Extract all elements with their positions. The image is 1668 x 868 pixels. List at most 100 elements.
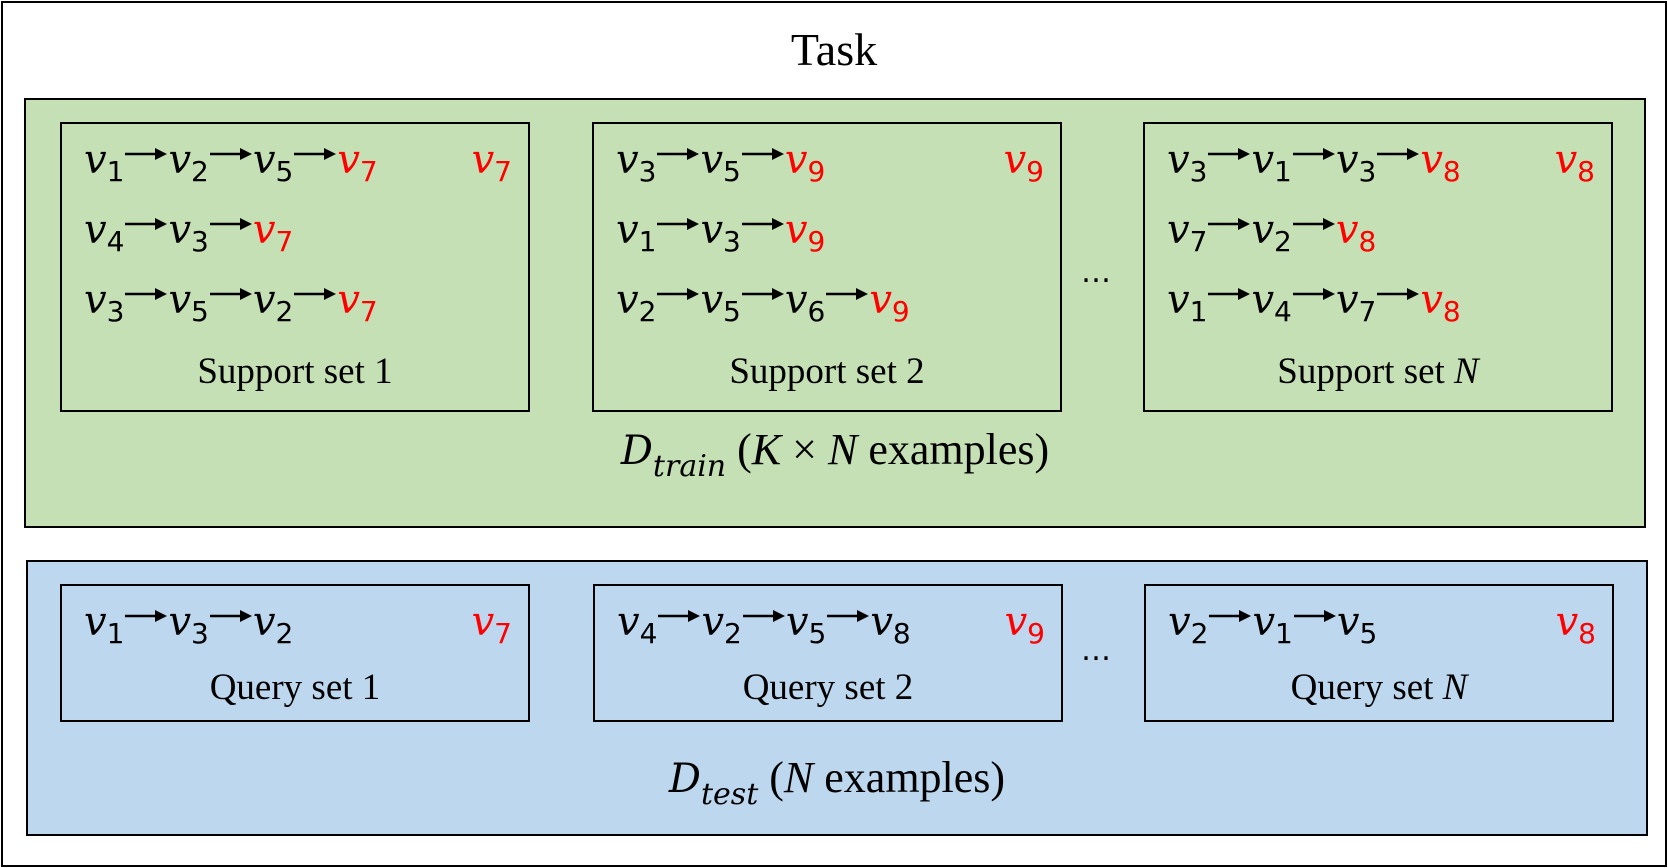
- node-var-subscript: 1: [1274, 155, 1292, 188]
- node-var-base: v: [168, 277, 192, 323]
- target-var-base: v: [471, 599, 495, 645]
- node-var: v5: [1337, 598, 1377, 648]
- set-label-text: Support set: [197, 351, 375, 392]
- node-var-subscript: 5: [723, 155, 741, 188]
- node-var-base: v: [701, 599, 725, 645]
- next-node-var-subscript: 9: [891, 295, 910, 328]
- target-label: v8: [1556, 594, 1596, 650]
- node-var: v4: [84, 206, 124, 256]
- target-var: v9: [1003, 136, 1044, 186]
- node-var-base: v: [1335, 277, 1359, 323]
- target-var-subscript: 9: [1026, 155, 1044, 188]
- node-var-subscript: 3: [1189, 155, 1208, 188]
- node-var: v2: [168, 136, 208, 186]
- node-var-base: v: [1167, 207, 1190, 253]
- set-label: Query set 2: [595, 666, 1061, 710]
- node-var: v3: [168, 598, 208, 648]
- node-var: v5: [253, 136, 293, 186]
- next-node-var: v7: [337, 136, 377, 186]
- next-node-var-subscript: 8: [1358, 225, 1377, 258]
- next-node-var: v8: [1420, 276, 1460, 326]
- next-node-var-base: v: [869, 277, 892, 323]
- next-node-var: v8: [1336, 206, 1376, 256]
- node-var-subscript: 4: [106, 225, 125, 258]
- arrow-icon: [125, 144, 168, 164]
- set-label: Query set 1: [62, 666, 528, 710]
- node-var-subscript: 5: [808, 617, 827, 650]
- node-var-base: v: [616, 207, 639, 253]
- target-var-base: v: [1003, 137, 1027, 183]
- target-var-subscript: 7: [494, 617, 512, 650]
- node-var-subscript: 5: [275, 155, 294, 188]
- next-node-var: v7: [337, 276, 377, 326]
- arrow-icon: [657, 144, 700, 164]
- train-caption-times: ×: [781, 425, 828, 474]
- node-var-subscript: 3: [191, 617, 209, 650]
- node-var: v1: [84, 136, 124, 186]
- support-ellipsis: …: [1081, 255, 1113, 290]
- node-var-base: v: [84, 277, 107, 323]
- arrow-icon: [209, 606, 252, 626]
- next-node-var-base: v: [784, 137, 808, 183]
- set-label: Support set 1: [62, 350, 528, 394]
- node-var-base: v: [870, 599, 893, 645]
- node-var-subscript: 2: [1274, 225, 1292, 258]
- node-var-subscript: 4: [1274, 295, 1292, 328]
- set-label-index: N: [1454, 351, 1479, 392]
- target-label: v9: [1004, 132, 1044, 188]
- arrow-icon: [1292, 284, 1335, 304]
- set-label: Query set N: [1146, 666, 1612, 710]
- node-var-base: v: [1252, 599, 1276, 645]
- node-var: v1: [1251, 136, 1291, 186]
- target-var-base: v: [471, 137, 495, 183]
- target-var: v8: [1555, 598, 1596, 648]
- arrow-icon: [657, 214, 700, 234]
- test-panel: Dtest (N examples): [26, 560, 1648, 836]
- node-var: v3: [700, 206, 740, 256]
- next-node-var-base: v: [337, 137, 360, 183]
- node-var-base: v: [252, 599, 276, 645]
- test-caption-subscript: test: [700, 777, 759, 812]
- arrow-icon: [1209, 606, 1252, 626]
- set-label: Support set N: [1145, 350, 1611, 394]
- node-var-subscript: 1: [106, 155, 125, 188]
- test-caption-close: examples): [813, 753, 1006, 802]
- node-var: v2: [253, 276, 293, 326]
- node-var: v1: [1252, 598, 1292, 648]
- node-var: v1: [1167, 276, 1207, 326]
- next-node-var: v9: [785, 206, 825, 256]
- node-var-subscript: 2: [191, 155, 209, 188]
- node-var: v3: [616, 136, 656, 186]
- arrow-icon: [1208, 144, 1251, 164]
- arrow-icon: [209, 144, 252, 164]
- node-var-base: v: [84, 137, 107, 183]
- target-var-base: v: [1555, 599, 1579, 645]
- target-var-subscript: 8: [1577, 155, 1595, 188]
- node-var-base: v: [785, 599, 809, 645]
- arrow-icon: [1292, 144, 1335, 164]
- next-node-var-subscript: 9: [807, 155, 826, 188]
- arrow-icon: [741, 144, 784, 164]
- node-var-base: v: [1251, 277, 1275, 323]
- train-caption-n: N: [827, 425, 858, 474]
- train-caption-close: examples): [857, 425, 1050, 474]
- target-label: v7: [472, 132, 512, 188]
- node-var-base: v: [617, 599, 640, 645]
- node-var-subscript: 2: [638, 295, 657, 328]
- node-var-base: v: [84, 599, 107, 645]
- node-var: v4: [1251, 276, 1291, 326]
- node-var: v6: [785, 276, 825, 326]
- node-var-base: v: [1251, 207, 1275, 253]
- node-var-subscript: 2: [1190, 617, 1209, 650]
- set-label-text: Query set: [742, 667, 895, 708]
- arrow-icon: [294, 144, 337, 164]
- next-node-var: v9: [784, 136, 825, 186]
- set-label-index: 2: [894, 667, 914, 708]
- target-var: v7: [471, 598, 512, 648]
- set-label-text: Query set: [209, 667, 362, 708]
